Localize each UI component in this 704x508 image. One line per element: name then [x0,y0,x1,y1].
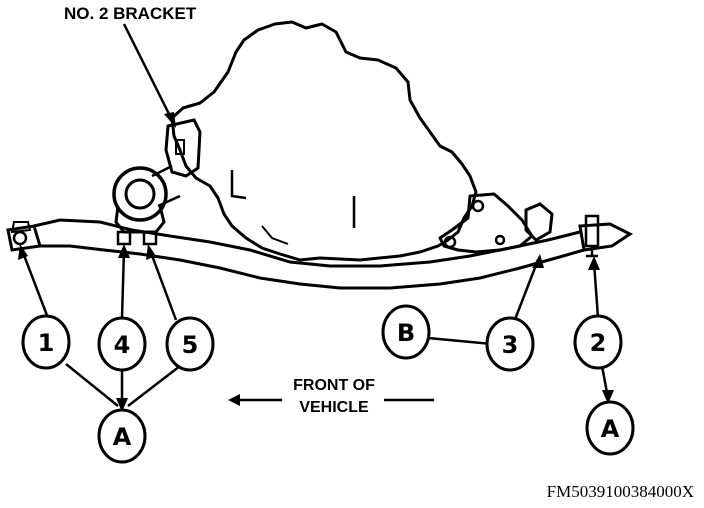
engine-detail-line [230,170,247,200]
svg-text:B: B [397,319,415,347]
callout-1-arrowhead [18,244,28,260]
callout-A-left-arrowhead [116,398,128,412]
bolt-4 [116,230,132,246]
svg-text:5: 5 [182,331,199,359]
rear-mount-bolt [471,199,485,213]
rear-mount-insulator [524,202,554,242]
callout-A-left-leader-from-1 [65,363,119,407]
bolt-2-stud [586,246,598,258]
callout-2-leader [592,261,600,319]
callout-1: 1 [21,314,71,370]
callout-A-left-leader-from-5 [127,365,181,407]
svg-text:2: 2 [590,329,607,357]
callout-B-leader [427,336,493,346]
svg-text:1: 1 [38,329,55,357]
svg-text:4: 4 [114,331,131,359]
callout-2-arrowhead [588,256,600,270]
front-mount-arm [151,164,181,208]
front-mount-insulator-core [124,178,156,210]
callout-A-right-arrowhead [602,390,614,404]
bolt-5 [142,230,158,246]
callout-A-right: A [585,400,635,456]
crossmember-upper-edge [33,218,581,268]
crossmember-right-end [578,222,633,252]
callout-4-arrowhead [118,244,130,258]
svg-text:A: A [113,423,132,451]
bolt-1-nut [10,221,32,234]
callout-3-leader [512,259,540,323]
callout-4: 4 [97,316,147,372]
rear-mount-bolt [494,234,506,246]
callout-5-leader [148,249,178,321]
front-of-vehicle-line1: FRONT OF [293,377,375,394]
bolt-2 [584,214,600,248]
callout-5-arrowhead [146,244,156,260]
svg-text:3: 3 [502,331,519,359]
bolt-1 [12,230,28,246]
front-arrow-head [228,394,240,406]
callout-3-arrowhead [532,254,544,268]
callout-2: 2 [573,314,623,370]
no2-bracket-leader [122,23,176,125]
callout-1-leader [20,249,50,319]
rear-mount-bolt [443,235,457,249]
no2-bracket-label: NO. 2 BRACKET [64,4,197,23]
no2-bracket-slot [175,139,185,155]
no2-bracket-part [164,118,202,178]
front-of-vehicle-line2: VEHICLE [299,399,369,416]
callout-A-left: A [97,408,147,464]
engine-detail-line [261,225,289,245]
figure-id: FM5039100384000X [546,482,694,501]
callout-4-leader [120,249,126,319]
engine-block-outline [170,20,478,262]
front-mount-insulator [112,166,168,222]
no2-bracket-arrowhead [164,112,176,128]
crossmember-lower-edge [40,244,585,290]
svg-text:A: A [601,415,620,443]
callout-B: B [381,304,431,360]
callout-3: 3 [485,316,535,372]
crossmember-left-end [6,224,42,252]
callout-5: 5 [165,316,215,372]
